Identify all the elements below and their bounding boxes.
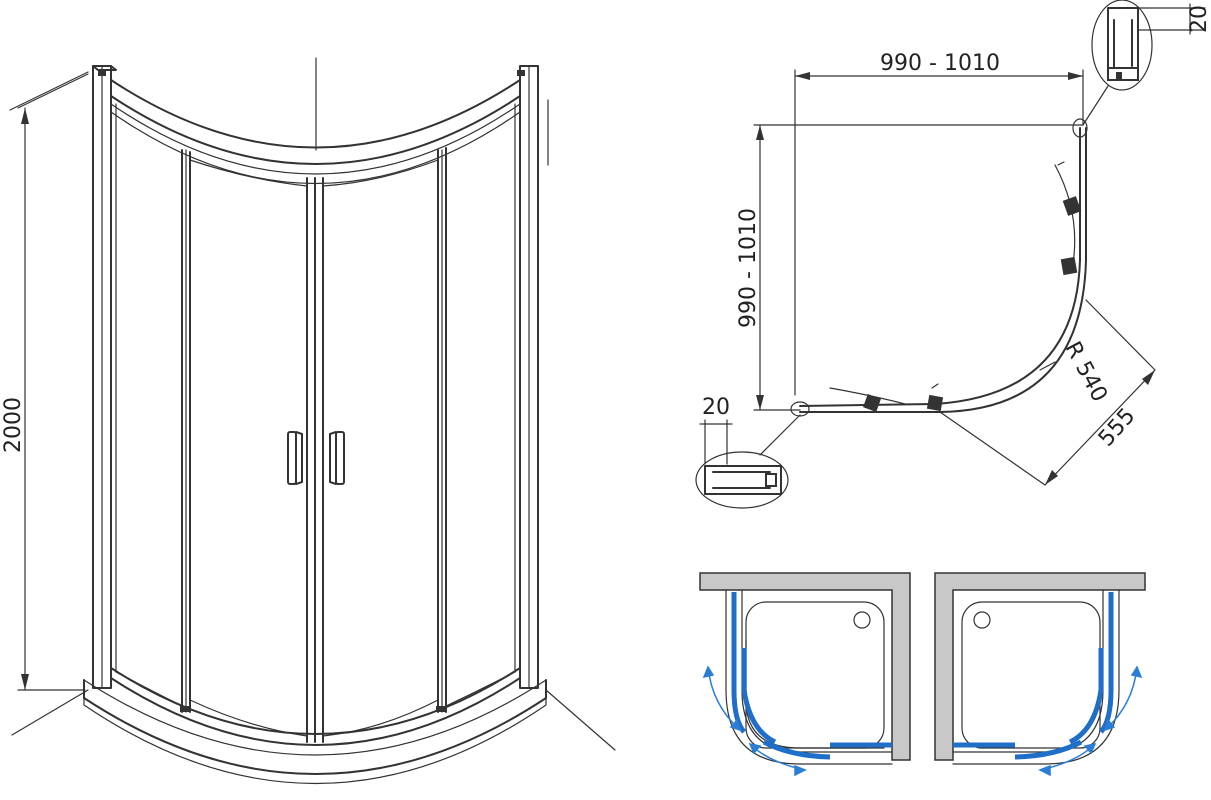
sliding-door-diagram-right xyxy=(934,572,1146,777)
cabin-plan-outline xyxy=(790,118,1088,417)
sliding-door-diagram-left xyxy=(699,572,911,777)
profile-top-label: 20 xyxy=(1187,5,1211,33)
plan-view: 990 - 1010 990 - 1010 xyxy=(695,0,1211,509)
door-guide-left xyxy=(180,706,190,712)
profile-detail-top: 20 xyxy=(1082,0,1211,126)
width-dimension: 990 - 1010 xyxy=(794,51,1084,396)
radius-label: R 540 xyxy=(1060,338,1112,406)
height-label: 2000 xyxy=(1,397,26,453)
width-label: 990 - 1010 xyxy=(880,51,1000,76)
sliding-arrows xyxy=(702,665,807,777)
door-guide-right xyxy=(436,706,446,712)
depth-dimension: 990 - 1010 xyxy=(736,124,1084,411)
left-post xyxy=(92,65,117,689)
wall-lines xyxy=(9,57,616,751)
glass-panels xyxy=(115,103,516,743)
isometric-view: 2000 xyxy=(1,57,616,784)
diagonal-label: 555 xyxy=(1094,404,1141,452)
right-post xyxy=(517,65,539,689)
height-dimension: 2000 xyxy=(1,73,89,691)
door-handle-right xyxy=(329,431,345,485)
radius-dimension: R 540 555 xyxy=(939,299,1156,486)
door-handle-left xyxy=(287,431,303,485)
profile-detail-bottom: 20 xyxy=(695,395,801,509)
depth-label: 990 - 1010 xyxy=(736,208,761,328)
profile-bottom-label: 20 xyxy=(702,395,730,420)
